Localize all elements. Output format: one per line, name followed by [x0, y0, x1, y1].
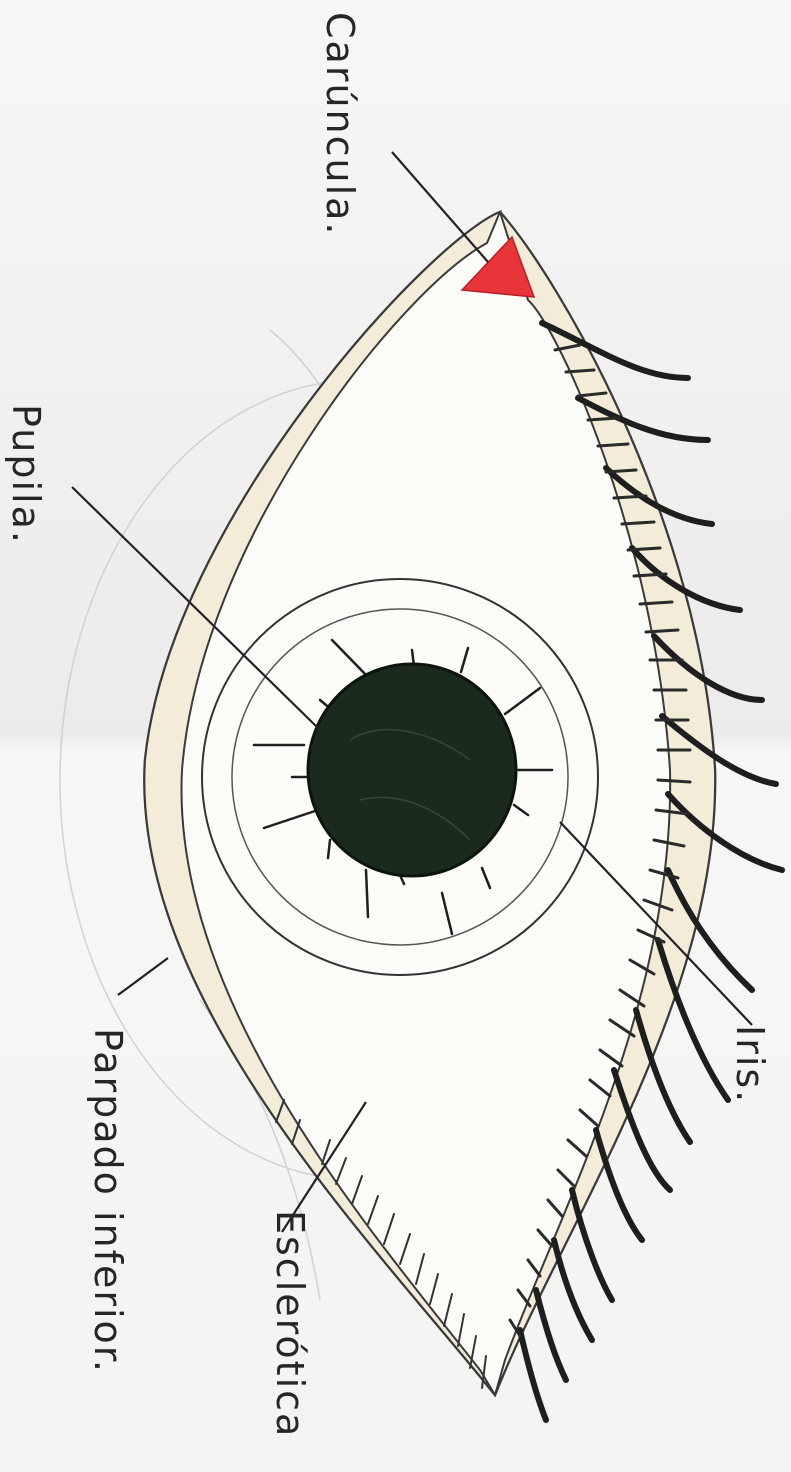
- label-parpado-inferior: Parpado inferior.: [86, 1028, 130, 1374]
- leader-caruncula: [392, 152, 488, 262]
- pupil-disc: [308, 664, 516, 876]
- label-esclerotica: Esclerótica: [268, 1210, 312, 1438]
- leader-parpado: [118, 958, 168, 995]
- label-iris: Iris.: [728, 1025, 772, 1104]
- label-pupila: Pupila.: [4, 404, 48, 545]
- label-caruncula: Carúncula.: [318, 12, 362, 237]
